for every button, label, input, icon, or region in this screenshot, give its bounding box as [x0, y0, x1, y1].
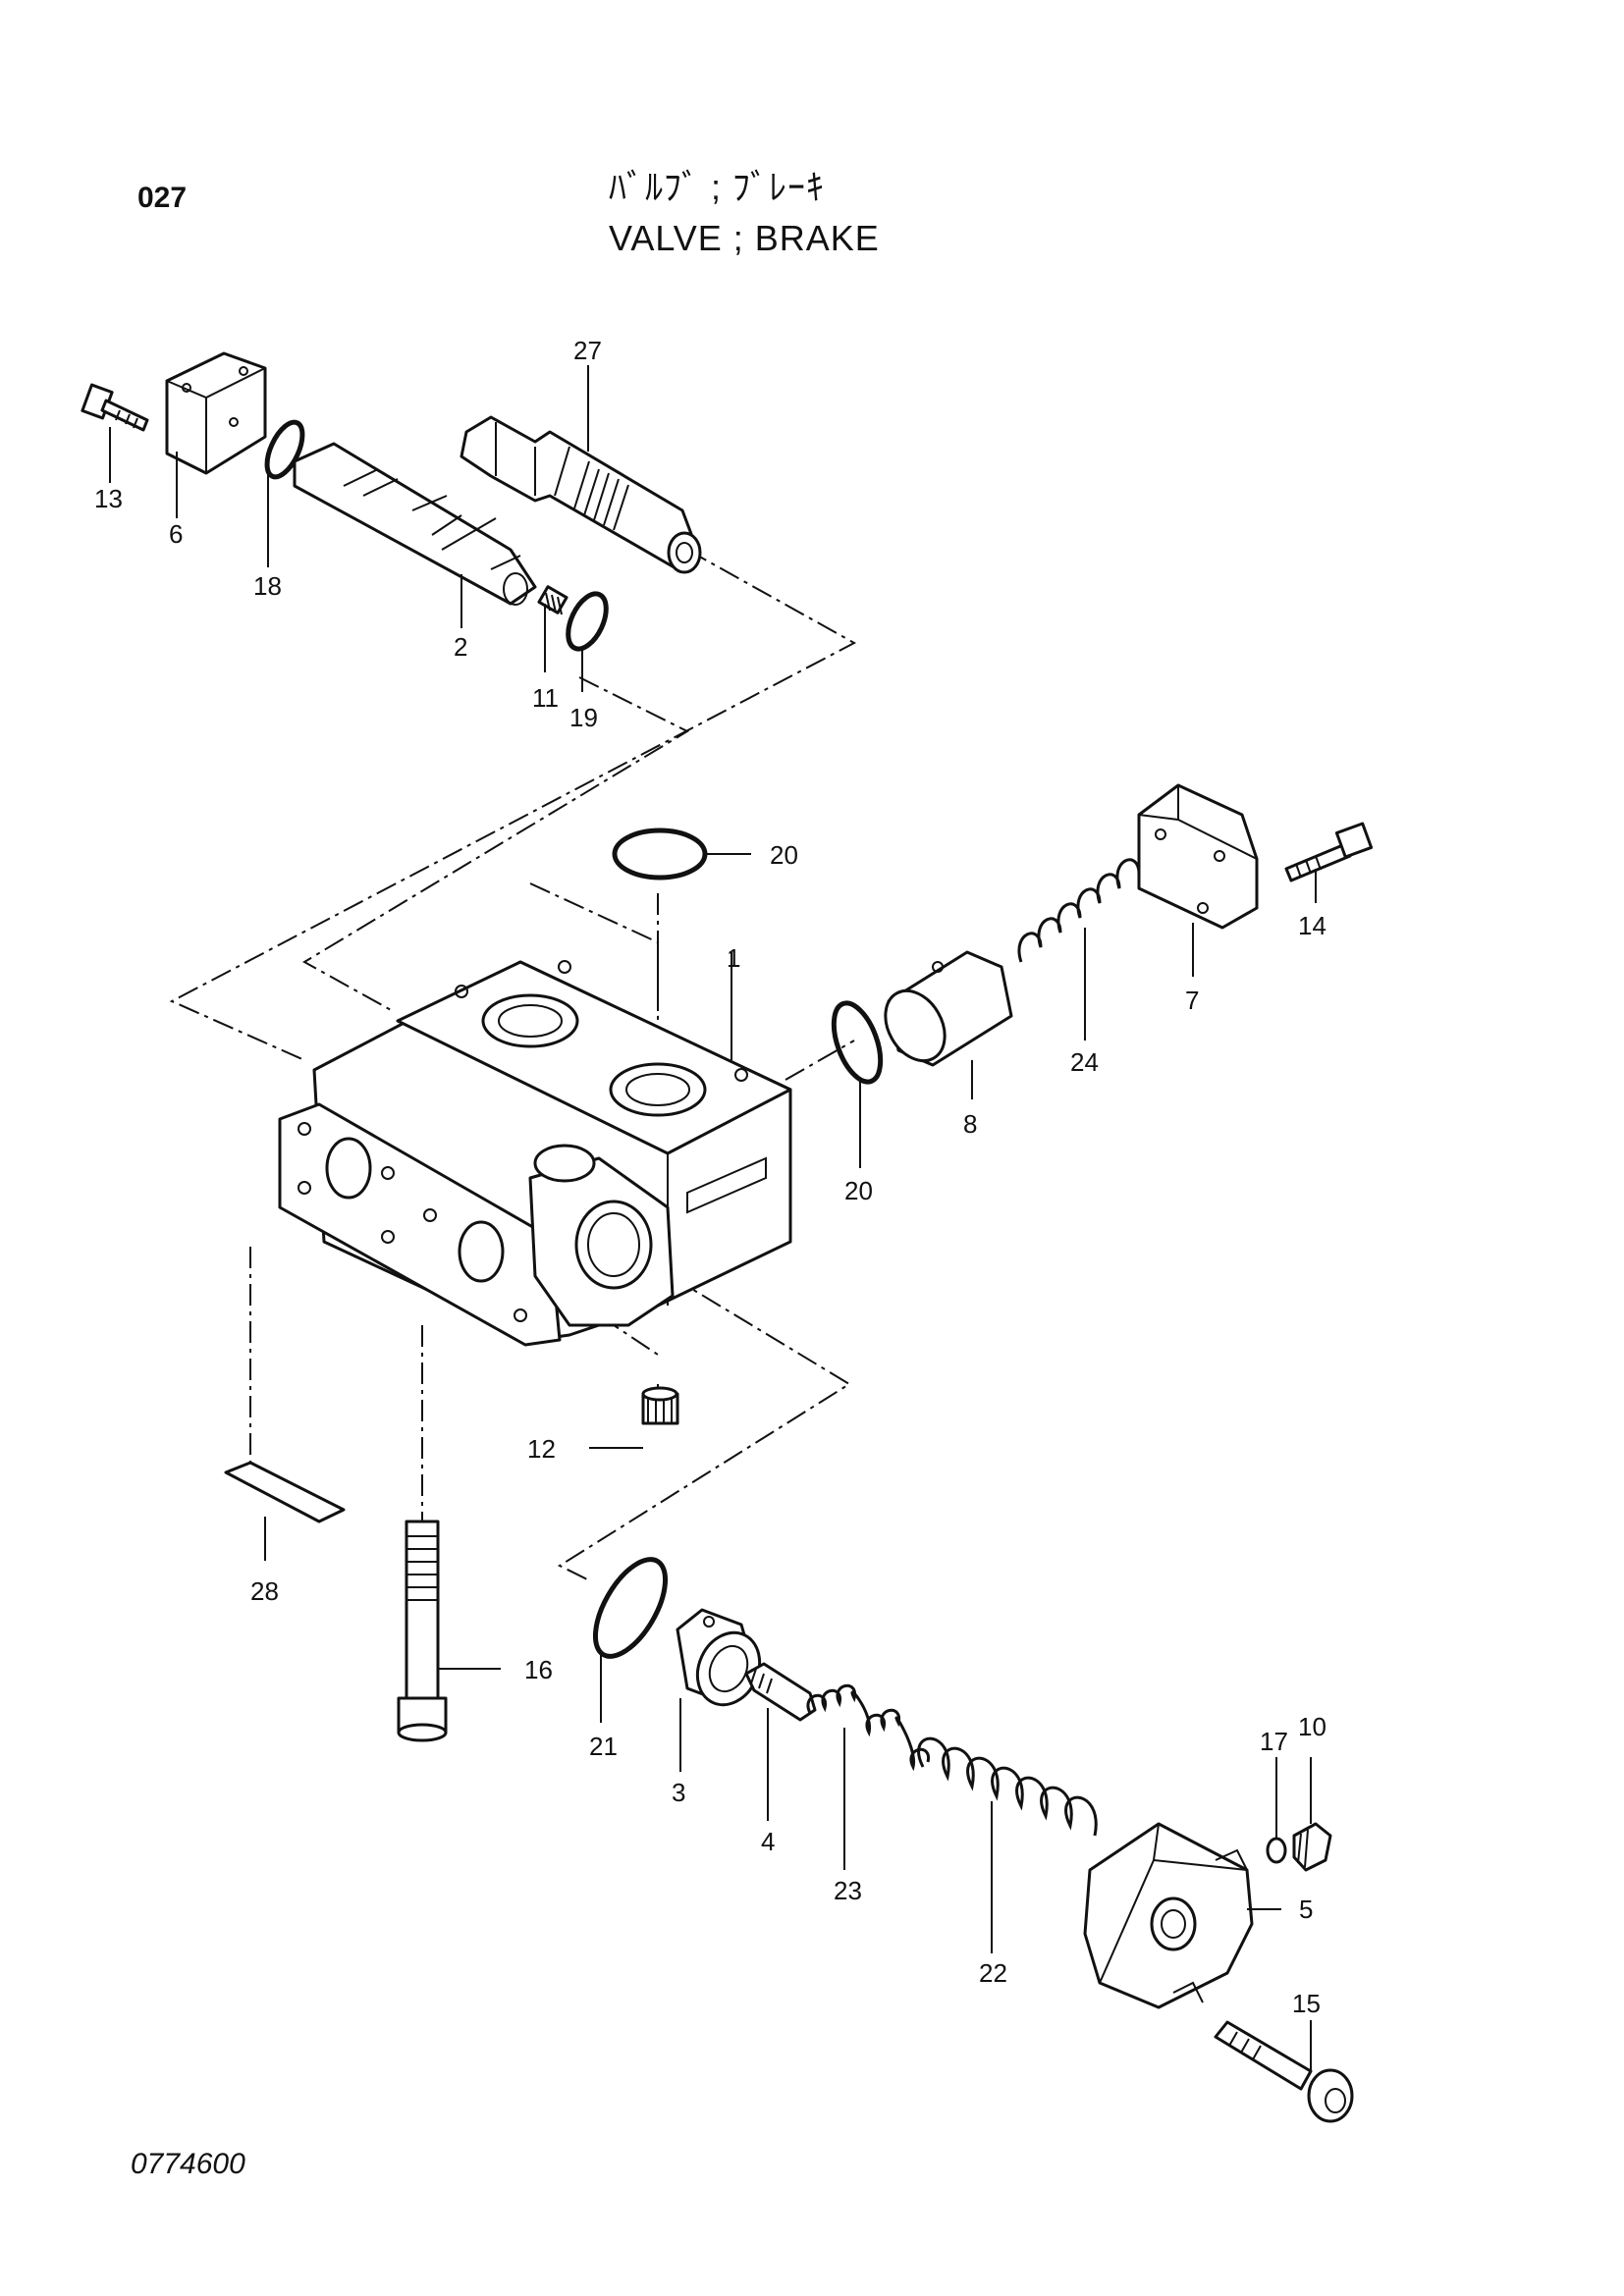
part-3-sleeve	[676, 1608, 762, 1707]
part-2-spool	[293, 442, 537, 606]
drawing-code: 0774600	[131, 2148, 245, 2180]
callout-1: 1	[727, 943, 740, 973]
callout-12: 12	[527, 1434, 556, 1464]
callout-14: 14	[1298, 911, 1326, 940]
callout-22: 22	[979, 1958, 1007, 1988]
callout-11: 11	[532, 683, 559, 713]
callout-5: 5	[1299, 1895, 1313, 1924]
part-17-small-o-ring	[1266, 1837, 1287, 1864]
callout-21: 21	[589, 1732, 618, 1761]
part-14-bolt	[1284, 822, 1374, 882]
part-28-name-plate	[224, 1461, 346, 1523]
part-18-o-ring	[264, 419, 305, 480]
callout-27: 27	[573, 336, 602, 365]
callout-19: 19	[569, 703, 598, 732]
part-22-spring	[917, 1736, 1098, 1837]
part-15-socket-bolt	[1214, 2020, 1354, 2123]
callout-10: 10	[1298, 1712, 1326, 1741]
part-8-plunger	[884, 950, 1013, 1067]
callout-24: 24	[1070, 1047, 1099, 1077]
callout-6: 6	[169, 519, 183, 549]
callout-20-top: 20	[770, 840, 798, 870]
part-20-o-ring-side	[831, 1000, 884, 1085]
part-16-socket-bolt	[397, 1520, 448, 1742]
title-block: ﾊﾞﾙﾌﾞ ; ﾌﾞﾚｰｷ VALVE ; BRAKE	[609, 162, 880, 264]
part-19-o-ring	[566, 591, 609, 652]
part-13-bolt	[81, 383, 149, 432]
callout-labels: 13 6 18 2 11 19 27 20 1 20 8 24 7 14 12 …	[94, 336, 1326, 2018]
part-10-plug	[1292, 1822, 1332, 1872]
part-1-valve-body	[278, 960, 792, 1347]
callout-4: 4	[761, 1827, 775, 1856]
part-4-pin	[744, 1662, 817, 1722]
part-21-o-ring	[592, 1557, 669, 1659]
part-20-o-ring-top	[612, 828, 708, 881]
callout-7: 7	[1185, 986, 1199, 1015]
callout-18: 18	[253, 571, 282, 601]
part-11-plug	[537, 585, 568, 615]
callout-17: 17	[1260, 1727, 1288, 1756]
leader-lines	[109, 365, 1317, 2071]
callout-8: 8	[963, 1109, 977, 1139]
part-5-end-cover	[1083, 1822, 1254, 2009]
part-7-cover	[1137, 783, 1259, 930]
part-24-spring	[1017, 858, 1141, 963]
callout-28: 28	[250, 1576, 279, 1606]
page-number: 027	[137, 182, 188, 214]
callout-15: 15	[1292, 1989, 1321, 2018]
callout-2: 2	[454, 632, 467, 662]
part-12-plug	[641, 1386, 679, 1425]
part-6-cover-plate	[165, 351, 267, 475]
title-english: VALVE ; BRAKE	[609, 218, 880, 258]
callout-3: 3	[672, 1778, 685, 1807]
part-23-spring	[806, 1683, 930, 1772]
part-27-relief-valve	[460, 415, 702, 574]
callout-23: 23	[834, 1876, 862, 1905]
callout-13: 13	[94, 484, 123, 513]
callout-20-side: 20	[844, 1176, 873, 1205]
title-japanese: ﾊﾞﾙﾌﾞ ; ﾌﾞﾚｰｷ	[609, 167, 826, 207]
assembly-lines	[169, 549, 857, 1581]
callout-16: 16	[524, 1655, 553, 1684]
